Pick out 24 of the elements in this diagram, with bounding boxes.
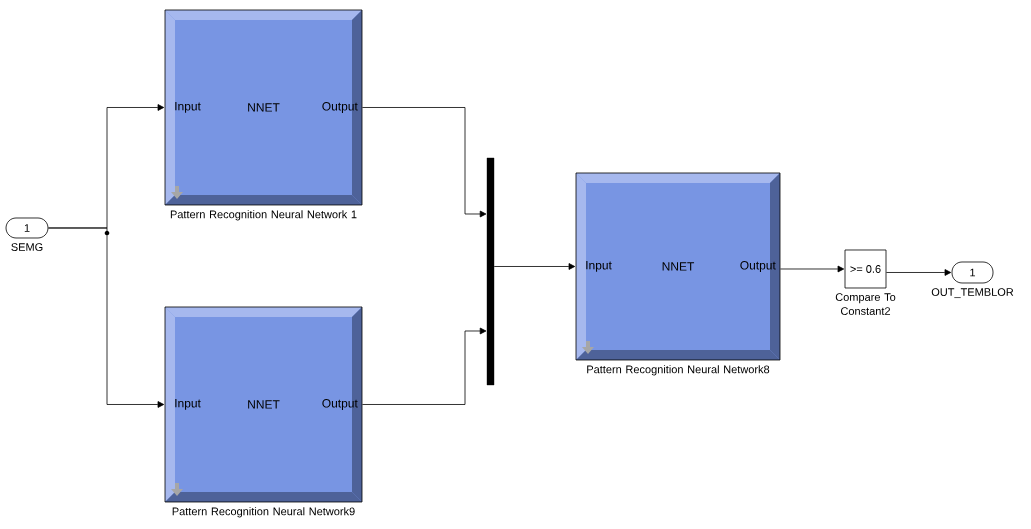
signal-line xyxy=(780,265,845,273)
port-block: 1 xyxy=(951,261,994,284)
port-label: Output xyxy=(322,399,358,410)
port-label: Output xyxy=(740,261,776,272)
port-label: Input xyxy=(586,261,612,272)
signal-line xyxy=(493,263,576,270)
signal-line xyxy=(48,227,165,408)
signal-line xyxy=(886,269,952,276)
block-caption: SEMG xyxy=(11,243,43,251)
signal-line xyxy=(362,107,487,218)
block-type-label: NNET xyxy=(248,103,280,112)
compare-block: >= 0.6 xyxy=(844,249,887,289)
block-caption: Pattern Recognition Neural Network9 xyxy=(172,507,355,518)
signal-line xyxy=(362,327,487,405)
block-type-label: NNET xyxy=(662,262,695,271)
block-caption: OUT_TEMBLOR xyxy=(931,288,1014,299)
port-label: Input xyxy=(175,399,201,410)
block-type-label: NNET xyxy=(248,400,280,409)
port-block: 1 xyxy=(5,217,49,239)
block-caption: Compare To Constant2 xyxy=(835,293,896,315)
port-label: Output xyxy=(322,102,358,113)
block-caption: Pattern Recognition Neural Network8 xyxy=(587,365,770,376)
block-caption: Pattern Recognition Neural Network 1 xyxy=(170,210,357,221)
port-label: Input xyxy=(175,102,201,113)
